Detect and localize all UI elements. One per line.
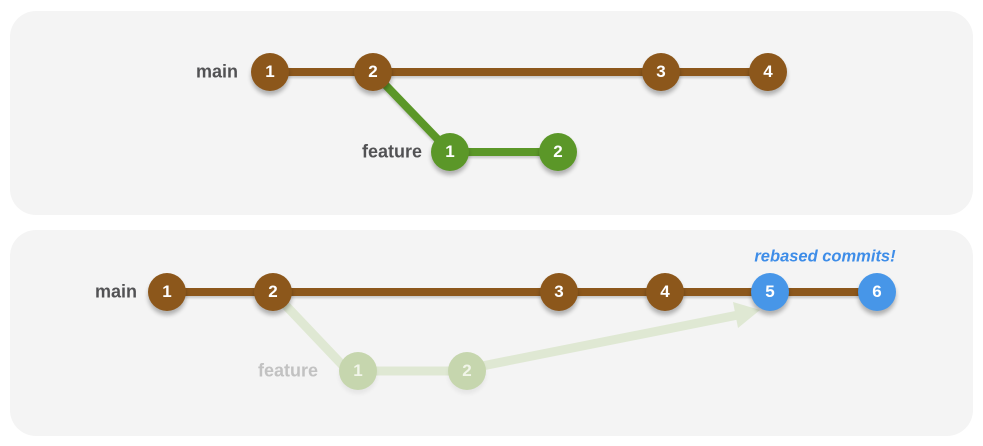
- commit-node-rebased-6: 6: [858, 273, 896, 311]
- faded-feature-branch-label: feature: [257, 360, 318, 381]
- commit-node-main-4: 4: [646, 273, 684, 311]
- commit-node-rebased-5: 5: [751, 273, 789, 311]
- faded-commit-node-feature-2: 2: [448, 352, 486, 390]
- commit-node-main-2: 2: [254, 273, 292, 311]
- before-branch-edges: [270, 68, 768, 156]
- faded-commit-node-feature-1: 1: [339, 352, 377, 390]
- commit-node-feature-2: 2: [539, 133, 577, 171]
- commit-node-main-1: 1: [251, 53, 289, 91]
- main-branch-label: main: [94, 281, 137, 302]
- before-rebase-panel: main 1 2 3 4 feature 1 2: [10, 11, 973, 215]
- commit-node-feature-1: 1: [431, 133, 469, 171]
- commit-node-main-1: 1: [148, 273, 186, 311]
- feature-branch-line: [370, 69, 558, 156]
- commit-node-main-3: 3: [642, 53, 680, 91]
- after-rebase-panel: main 1 2 3 4 5 6 rebased commits! featur…: [10, 230, 973, 436]
- commit-node-main-4: 4: [749, 53, 787, 91]
- rebase-arrow-shaft: [452, 310, 743, 376]
- rebase-arrowhead: [733, 302, 760, 328]
- rebased-commits-annotation: rebased commits!: [754, 247, 896, 266]
- feature-branch-label: feature: [361, 141, 422, 162]
- commit-node-main-2: 2: [354, 53, 392, 91]
- commit-node-main-3: 3: [540, 273, 578, 311]
- main-branch-label: main: [195, 61, 238, 82]
